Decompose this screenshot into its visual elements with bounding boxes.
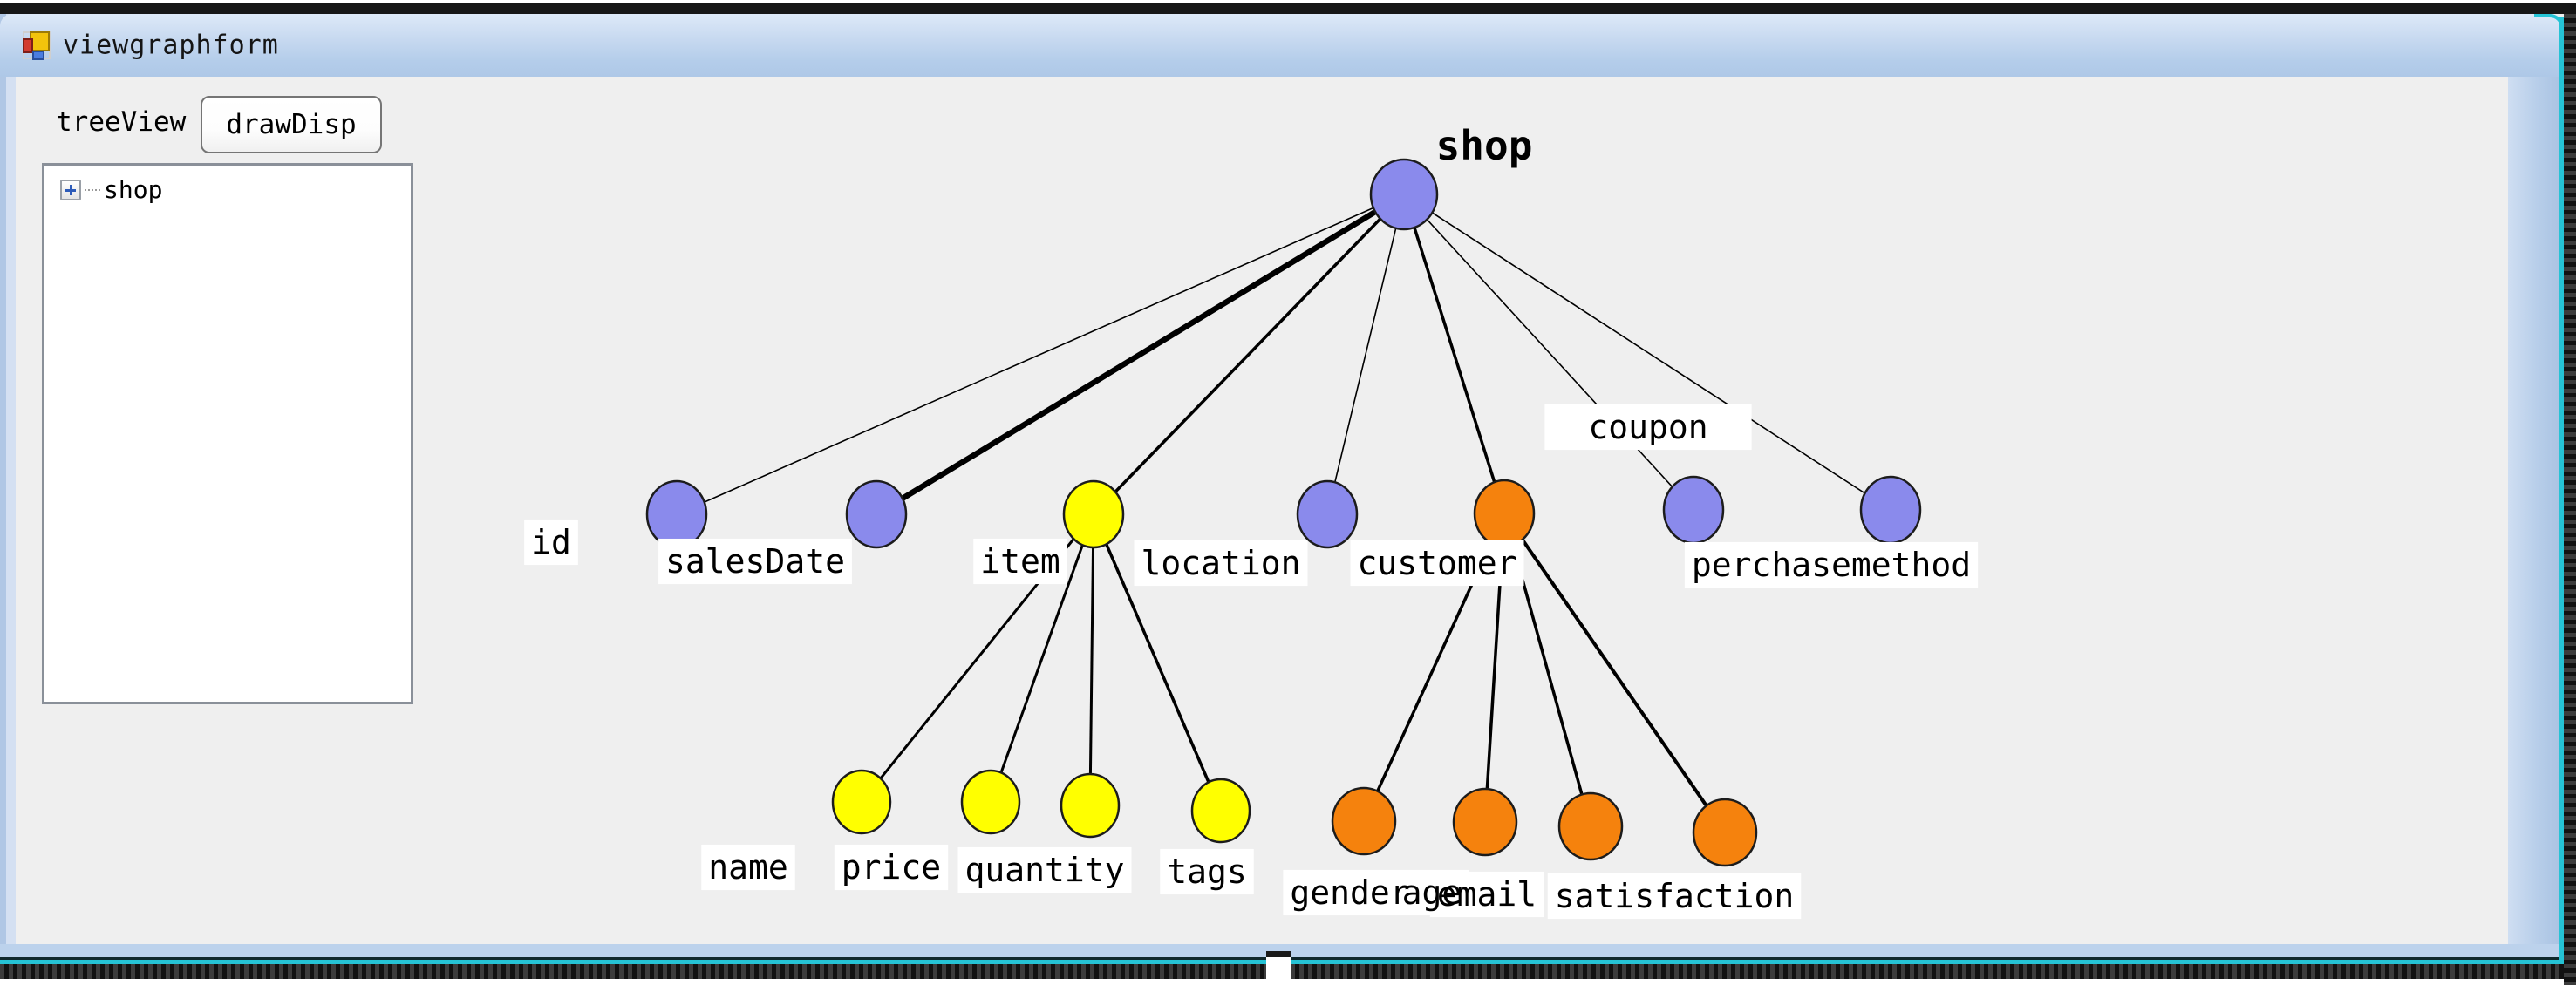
graph-label-email: email xyxy=(1437,875,1537,914)
graph-node-satisfaction[interactable] xyxy=(1692,798,1758,867)
graph-label-price: price xyxy=(842,848,941,886)
graph-edge-customer-satisfaction xyxy=(1503,512,1727,834)
graph-label-location: location xyxy=(1141,544,1300,582)
graph-edge-shop-salesDate xyxy=(875,192,1406,517)
graph-node-customer[interactable] xyxy=(1473,479,1536,548)
graph-label-salesDate: salesDate xyxy=(665,542,845,581)
graph-node-email[interactable] xyxy=(1557,791,1624,861)
graph-label-bg-perchasemethod xyxy=(1684,541,1979,588)
graph-label-name: name xyxy=(708,848,788,886)
title-bar[interactable]: viewgraphform xyxy=(0,14,2564,77)
screen-edge-bottom xyxy=(0,979,2576,985)
graph-node-salesDate[interactable] xyxy=(845,479,908,549)
treeview-label: treeView xyxy=(56,106,187,138)
graph-edge-shop-coupon xyxy=(1403,194,1694,511)
graph-node-location[interactable] xyxy=(1296,479,1359,549)
graph-node-name[interactable] xyxy=(831,769,892,835)
graph-label-bg-coupon xyxy=(1544,404,1752,451)
tree-connector-dots xyxy=(85,189,100,191)
window-border-left xyxy=(0,14,6,959)
graph-label-bg-tags xyxy=(1160,848,1254,895)
graph-edge-shop-customer xyxy=(1402,194,1506,514)
graph-label-id: id xyxy=(531,523,571,561)
graph-label-age: age xyxy=(1402,873,1462,912)
graph-label-bg-price xyxy=(834,844,949,891)
graph-label-bg-salesDate xyxy=(658,538,852,585)
graph-label-bg-location xyxy=(1134,540,1308,587)
graph-edge-shop-location xyxy=(1326,194,1405,515)
graph-label-shop: shop xyxy=(1436,122,1533,169)
window-border-left-inner xyxy=(6,14,16,959)
graph-label-coupon: coupon xyxy=(1588,408,1707,446)
graph-label-satisfaction: satisfaction xyxy=(1555,877,1795,915)
treeview-node-shop[interactable]: shop xyxy=(60,173,162,207)
graph-label-perchasemethod: perchasemethod xyxy=(1692,546,1971,584)
bottom-notch-cap xyxy=(1266,951,1291,957)
graph-edge-shop-item xyxy=(1092,193,1406,516)
graph-label-bg-name xyxy=(701,844,795,891)
graph-node-age[interactable] xyxy=(1452,787,1518,857)
graph-node-coupon[interactable] xyxy=(1662,475,1725,545)
graph-node-tags[interactable] xyxy=(1190,778,1251,844)
window-border-right xyxy=(2508,77,2560,959)
graph-node-gender[interactable] xyxy=(1331,786,1397,856)
graph-edge-item-quantity xyxy=(1088,513,1095,806)
graph-label-bg-satisfaction xyxy=(1547,873,1802,920)
graph-node-id[interactable] xyxy=(645,479,708,549)
graph-label-item: item xyxy=(980,542,1060,581)
graph-node-quantity[interactable] xyxy=(1060,772,1121,839)
window-glow-right xyxy=(2559,17,2564,964)
window-glow-corner xyxy=(2534,14,2564,49)
graph-label-bg-id xyxy=(524,519,578,566)
graph-label-quantity: quantity xyxy=(964,851,1124,889)
graph-label-bg-quantity xyxy=(957,846,1132,893)
graph-label-bg-customer xyxy=(1350,540,1524,587)
graph-edge-shop-id xyxy=(676,194,1405,515)
graph-label-bg-item xyxy=(973,538,1067,585)
background-window-edge-right xyxy=(2564,14,2576,985)
graph-label-tags: tags xyxy=(1167,853,1247,891)
graph-edge-item-price xyxy=(989,513,1095,803)
window-title: viewgraphform xyxy=(63,30,279,61)
screen-edge-top xyxy=(0,0,2576,3)
graph-label-customer: customer xyxy=(1357,544,1516,582)
form-client-area xyxy=(16,77,2508,944)
graph-edge-shop-perchasemethod xyxy=(1403,194,1891,511)
bottom-notch xyxy=(1266,957,1291,979)
graph-node-shop[interactable] xyxy=(1369,158,1439,231)
graph-label-bg-gender xyxy=(1283,869,1417,916)
treeview-node-label: shop xyxy=(104,175,163,204)
window-shadow-top xyxy=(0,3,2576,14)
winforms-app-icon xyxy=(23,31,51,60)
graph-node-perchasemethod[interactable] xyxy=(1859,475,1922,545)
graph-node-item[interactable] xyxy=(1062,479,1125,549)
treeview-panel[interactable]: shop xyxy=(42,163,413,704)
graph-node-price[interactable] xyxy=(960,769,1021,835)
graph-label-gender: gender xyxy=(1290,873,1409,912)
graph-edge-item-tags xyxy=(1092,513,1223,812)
graph-label-bg-email xyxy=(1429,871,1544,918)
drawdisp-button[interactable]: drawDisp xyxy=(201,96,382,153)
expand-plus-icon[interactable] xyxy=(60,180,81,200)
